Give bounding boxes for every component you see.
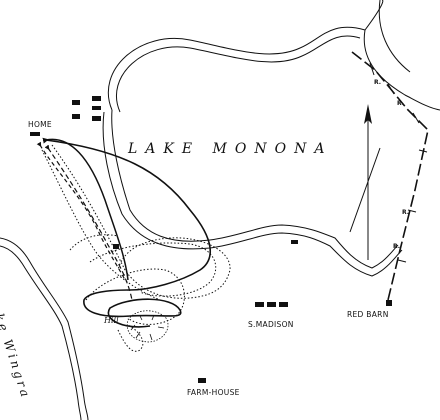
- railroad-label: R.: [393, 243, 401, 250]
- railroad: [351, 51, 429, 301]
- lake-wingra-shoreline: [0, 237, 89, 420]
- building-icon: [92, 96, 101, 101]
- building-icon: [30, 132, 40, 136]
- farm-house-label: FARM-HOUSE: [187, 388, 240, 397]
- north-arrow-icon: [364, 104, 372, 260]
- building-icon: [72, 114, 80, 119]
- railroad-label: R.: [397, 100, 405, 107]
- flight-paths: [36, 137, 231, 352]
- building-icon: [72, 100, 80, 105]
- building-icon: [255, 302, 264, 307]
- course-line: [349, 147, 381, 233]
- home-label: HOME: [28, 120, 52, 129]
- building-icon: [279, 302, 288, 307]
- lake-monona-label: LAKE MONONA: [128, 141, 333, 157]
- railroad-label: R.: [374, 79, 382, 86]
- building-icon: [386, 300, 392, 306]
- lake-monona-shoreline: [102, 0, 440, 277]
- building-icon: [291, 240, 298, 244]
- s-madison-label: S.MADISON: [248, 320, 294, 329]
- building-icon: [92, 106, 101, 110]
- hill-label: Hill: [104, 316, 119, 325]
- railroad-label: R.: [402, 209, 410, 216]
- building-icon: [113, 244, 119, 249]
- building-icon: [267, 302, 276, 307]
- building-icon: [92, 116, 101, 121]
- building-icon: [198, 378, 206, 383]
- red-barn-label: RED BARN: [347, 310, 389, 319]
- buildings: [30, 96, 392, 383]
